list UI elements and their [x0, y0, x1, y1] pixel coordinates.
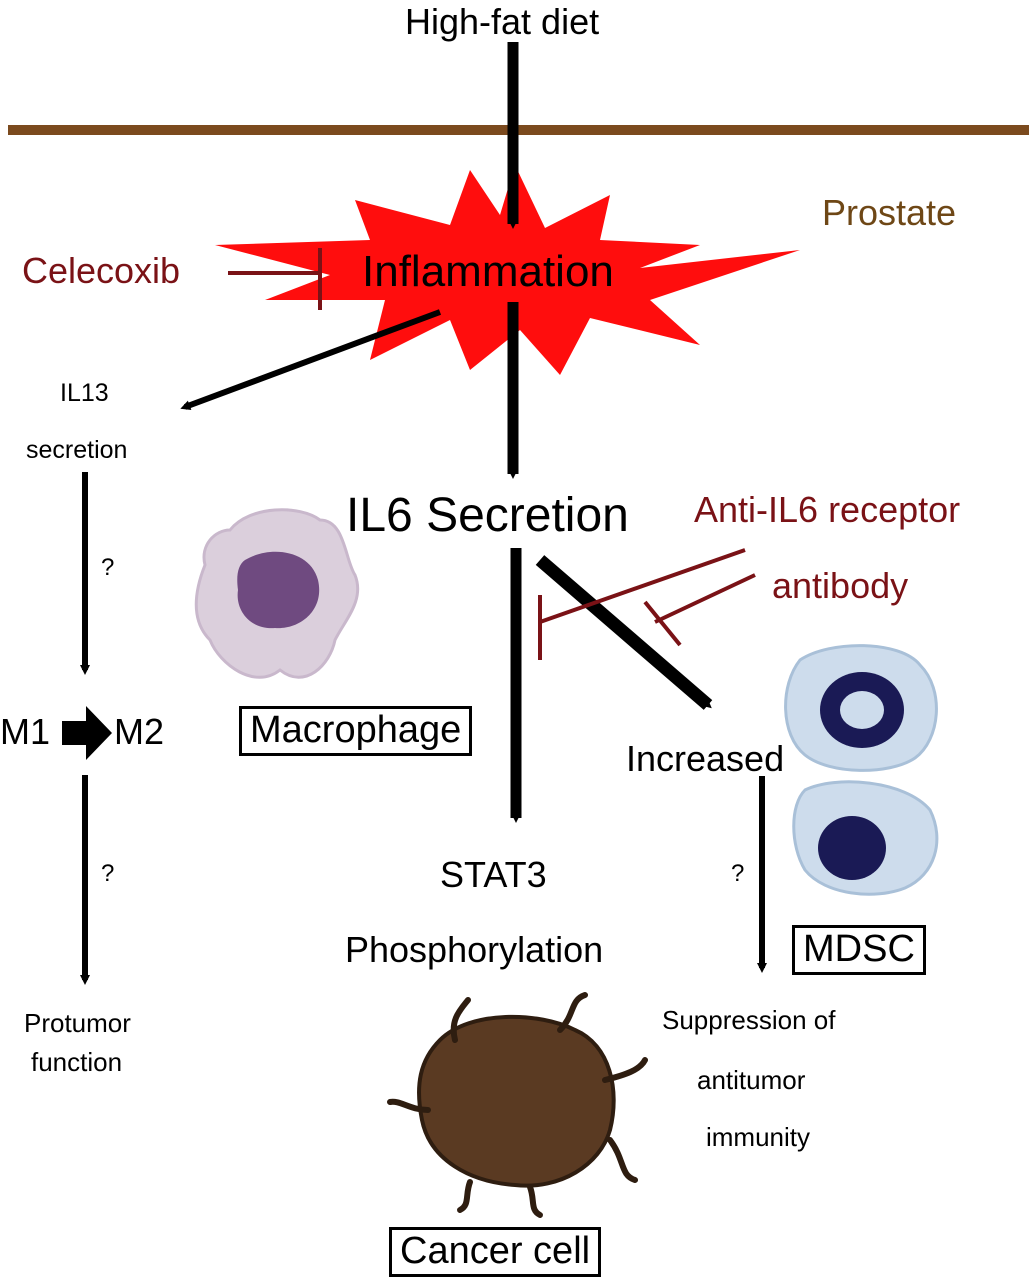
celecoxib-label: Celecoxib	[22, 250, 181, 291]
increased-label: Increased	[626, 738, 785, 779]
mdsc-cell-icon	[784, 644, 939, 896]
high-fat-diet-label: High-fat diet	[405, 1, 600, 42]
inflammation-burst-icon	[215, 165, 800, 375]
phosphorylation-label: Phosphorylation	[345, 929, 604, 970]
m2-label: M2	[114, 711, 165, 752]
inhibitor-antibody-bar-2	[643, 600, 682, 647]
il13-label: IL13	[60, 379, 109, 407]
macrophage-label: Macrophage	[239, 706, 473, 756]
question-mark-m2: ?	[101, 860, 115, 887]
inflammation-label: Inflammation	[362, 247, 614, 296]
question-mark-il13: ?	[101, 554, 115, 581]
stat3-label: STAT3	[440, 854, 547, 895]
cancer-cell-icon	[387, 992, 648, 1218]
cancer-cell-label: Cancer cell	[389, 1227, 602, 1277]
function-label: function	[31, 1047, 123, 1077]
immunity-label: immunity	[706, 1122, 811, 1152]
arrow-il6-to-increased	[535, 555, 713, 710]
m1-label: M1	[0, 711, 51, 752]
prostate-label: Prostate	[822, 192, 957, 233]
macrophage-cell-icon	[194, 508, 360, 679]
inhibitor-antibody-line-1	[539, 548, 746, 624]
suppression-of-label: Suppression of	[662, 1005, 836, 1035]
il13-secretion-label: secretion	[26, 436, 128, 464]
il6-secretion-label: IL6 Secretion	[346, 489, 629, 542]
question-mark-mdsc: ?	[731, 860, 745, 887]
inhibitor-antibody-line-2	[654, 573, 756, 624]
m1-to-m2-arrow	[62, 706, 112, 760]
protumor-label: Protumor	[24, 1008, 131, 1038]
arrow-inflammation-to-il13	[180, 309, 442, 410]
anti-il6-receptor-label: Anti-IL6 receptor	[694, 489, 961, 530]
mdsc-label: MDSC	[792, 925, 926, 975]
antibody-label: antibody	[772, 565, 909, 606]
antitumor-label: antitumor	[697, 1065, 806, 1095]
